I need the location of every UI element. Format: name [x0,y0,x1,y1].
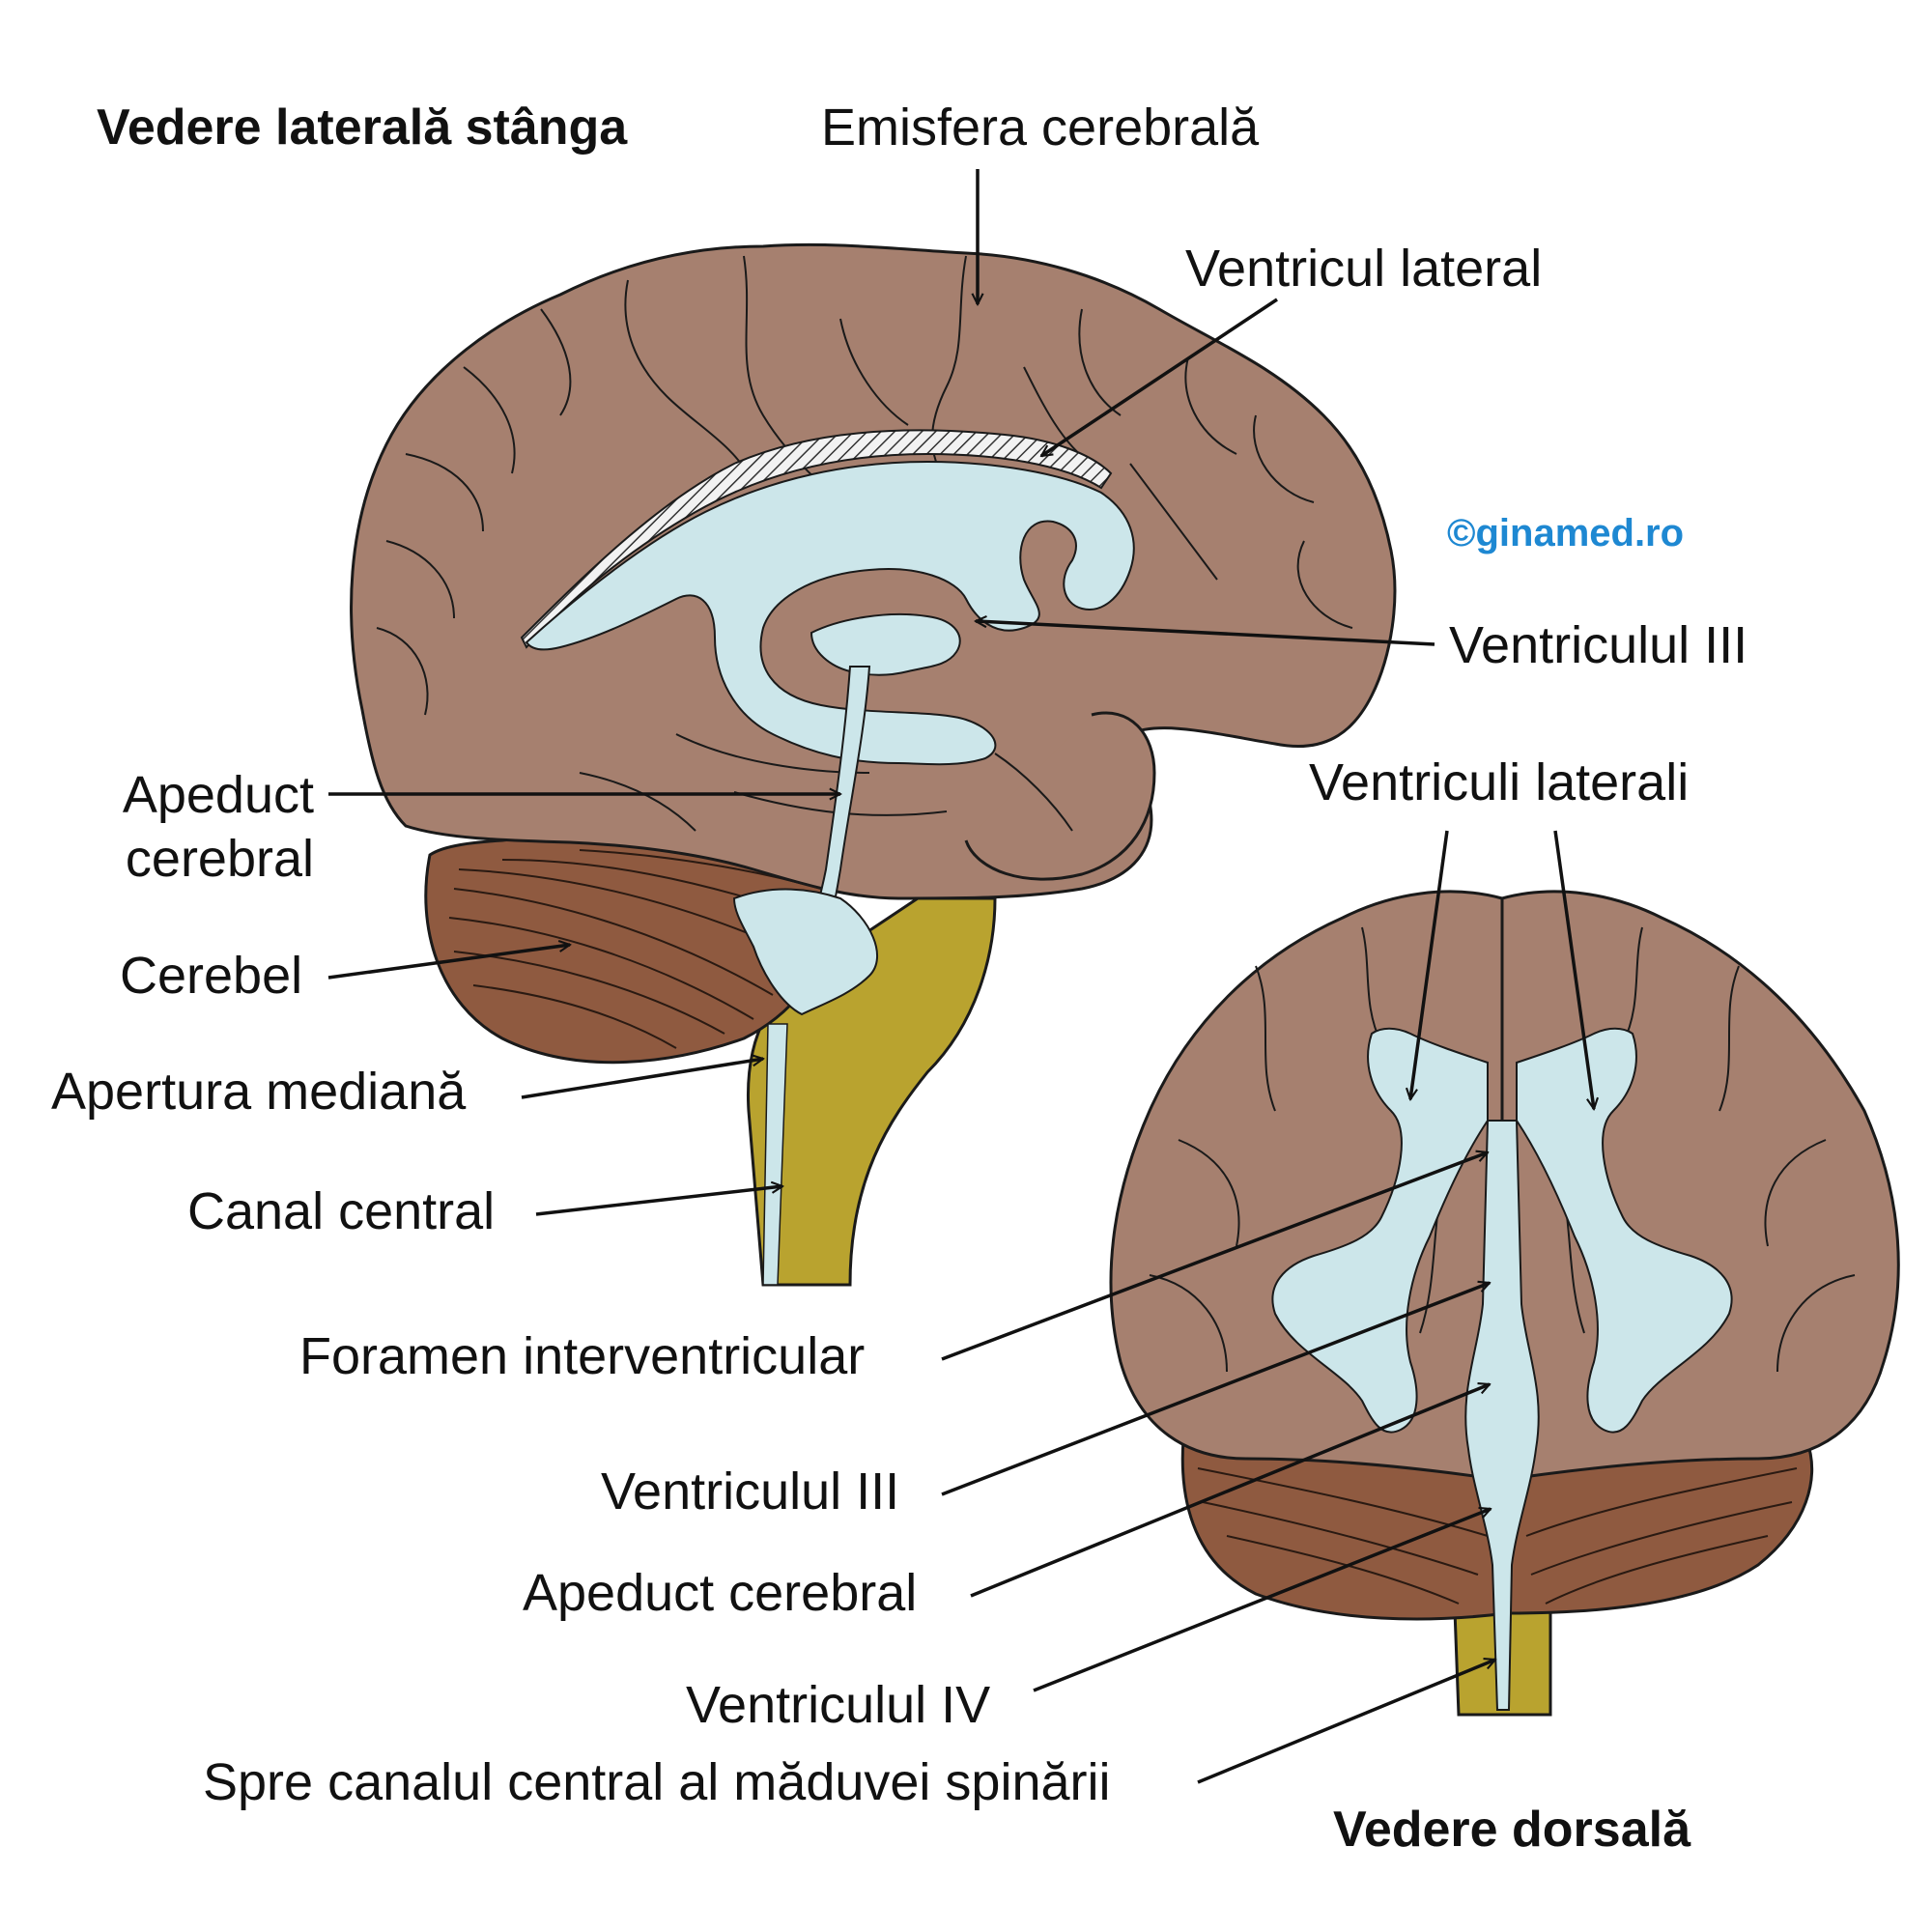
label-emisfera-cerebrala: Emisfera cerebrală [821,99,1260,156]
label-ventriculul-iii-lateral: Ventriculul III [1449,616,1748,674]
lateral-view [350,242,1397,1287]
label-ventriculul-iii-dorsal: Ventriculul III [601,1463,900,1520]
dorsal-view-title: Vedere dorsală [1333,1802,1690,1858]
arrow-canal-central [535,1186,782,1216]
label-spre-canalul-central: Spre canalul central al măduvei spinării [203,1753,1111,1811]
arrow-ventriculul-iii-lateral [976,621,1435,646]
third-ventricle-lateral-view [810,613,961,676]
label-ventricul-lateral: Ventricul lateral [1185,240,1543,298]
arrow-apeduct-dorsal [970,1384,1490,1598]
label-cerebel: Cerebel [120,947,303,1005]
lateral-ventricle-lateral-view [525,460,1135,766]
copyright-credit: ©ginamed.ro [1447,512,1685,554]
arrow-foramen [941,1152,1488,1361]
arrow-ventriculul-iii-dorsal [941,1283,1490,1496]
label-foramen-interventricular: Foramen interventricular [299,1327,866,1385]
arrow-ventriculi-laterali-left [1410,830,1449,1099]
arrow-apertura [521,1059,763,1099]
label-canal-central: Canal central [187,1182,496,1240]
dorsal-view [1109,890,1900,1717]
label-apertura-mediana: Apertura mediană [51,1063,467,1121]
arrow-spre-canal [1197,1660,1495,1784]
central-canal-lateral-view [762,1023,788,1286]
lateral-view-title: Vedere laterală stânga [97,99,628,156]
third-and-fourth-ventricle-dorsal [1464,1120,1540,1711]
label-apeduct-cerebral-lateral: Apeduct cerebral [122,766,314,888]
label-apeduct-cerebral-dorsal: Apeduct cerebral [523,1564,918,1622]
arrow-ventriculi-laterali-right [1553,830,1594,1109]
fourth-ventricle-lateral-view [732,888,879,1016]
label-ventriculi-laterali: Ventriculi laterali [1309,753,1690,811]
label-ventriculul-iv: Ventriculul IV [686,1676,991,1734]
arrow-ventricul-lateral [1041,298,1278,458]
arrow-cerebel [327,945,570,980]
arrow-ventriculul-iv [1033,1509,1491,1692]
leader-arrows [327,169,1594,1784]
cerebral-hemisphere-lateral [350,242,1397,900]
